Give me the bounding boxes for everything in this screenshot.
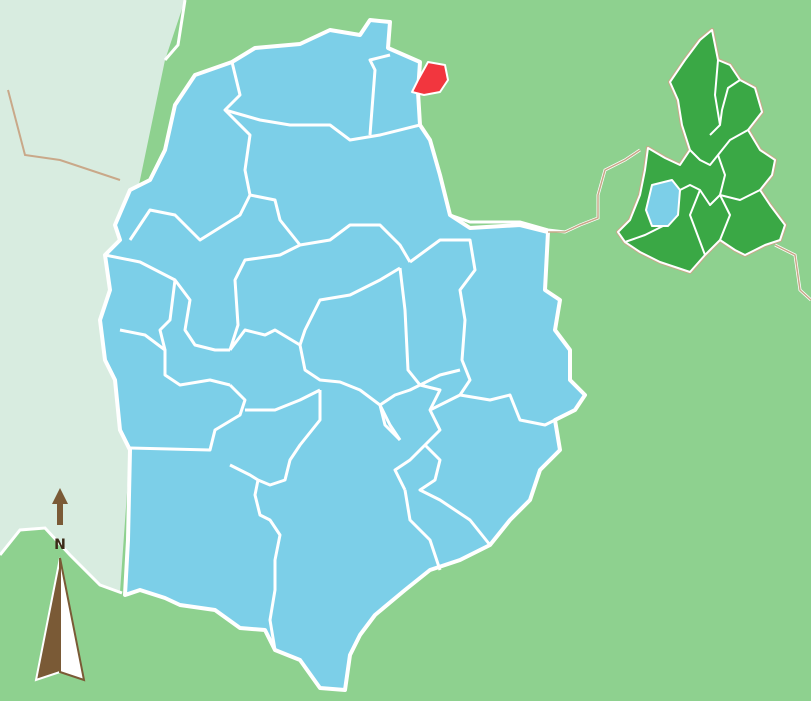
municipality-borders (104, 53, 556, 651)
boundary-east-tan (548, 149, 641, 233)
state-locator-inset (616, 28, 787, 274)
highlighted-municipality[interactable] (411, 61, 449, 96)
north-arrow-head (52, 488, 68, 504)
compass-label: N (54, 537, 66, 553)
north-arrow-pointer-light (59, 557, 86, 682)
state-border-south (0, 526, 123, 595)
state-border-west (163, 0, 187, 61)
main-region (98, 18, 587, 692)
north-arrow-shaft (57, 503, 63, 525)
north-arrow: N (34, 488, 86, 682)
neighbouring-boundary (7, 89, 121, 181)
boundary-east-far-tan (774, 244, 811, 301)
inset-highlighted-region (645, 179, 681, 227)
